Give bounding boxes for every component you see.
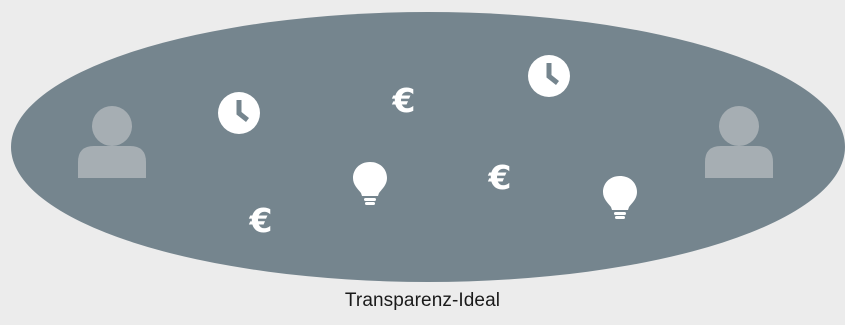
- lightbulb-icon: [603, 176, 637, 219]
- clock-icon: [218, 92, 260, 134]
- exchange-ellipse: [11, 12, 845, 282]
- euro-icon: €: [488, 158, 512, 197]
- left-person-icon: [78, 106, 146, 178]
- lightbulb-icon: [353, 162, 387, 205]
- clock-icon: [528, 55, 570, 97]
- right-person-icon: [705, 106, 773, 178]
- diagram-caption: Transparenz-Ideal: [344, 290, 501, 311]
- euro-icon: €: [392, 81, 416, 120]
- diagram-canvas: € € €: [11, 12, 845, 282]
- euro-icon: €: [249, 201, 273, 240]
